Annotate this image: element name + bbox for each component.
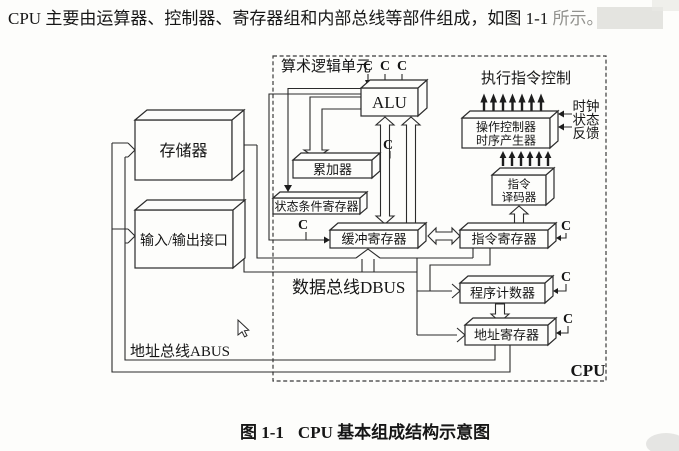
exec-control-label: 执行指令控制	[481, 70, 571, 87]
intro-text: CPU 主要由运算器、控制器、寄存器组和内部总线等部件组成，如图 1-1 所示。	[8, 9, 603, 28]
control-c-label: C	[298, 218, 308, 233]
control-c-label: C	[380, 59, 390, 74]
instruction-register-box: 指令寄存器	[458, 221, 558, 250]
control-c-label: C	[383, 138, 393, 153]
caption-title: CPU 基本组成结构示意图	[298, 422, 490, 442]
cpu-boundary: CPU	[272, 55, 607, 382]
cpu-label: CPU	[571, 361, 606, 380]
figure-caption: 图 1-1 CPU 基本组成结构示意图	[240, 422, 490, 442]
control-c-label: C	[561, 219, 571, 234]
buffer-register-label: 缓冲寄存器	[341, 232, 406, 247]
exec-control-arrows	[480, 93, 545, 112]
decoder-label-line2: 译码器	[502, 191, 537, 204]
dbus-label: 数据总线DBUS	[292, 278, 405, 297]
hollow-data-paths	[302, 96, 530, 323]
control-arrow-rows	[480, 93, 552, 166]
io-interface-box: 输入/输出接口	[133, 198, 247, 270]
controller-label-line1: 操作控制器	[476, 119, 536, 134]
feedback-label: 反馈	[573, 126, 600, 141]
program-counter-box: 程序计数器	[458, 274, 555, 305]
alu-box: ALU	[359, 78, 429, 118]
buffer-bottom-chevron	[355, 248, 381, 272]
alu-buffer-path-right	[400, 116, 422, 225]
instruction-register-label: 指令寄存器	[471, 232, 536, 247]
accumulator-box: 累加器	[291, 151, 382, 180]
scan-smudge	[597, 7, 663, 29]
scan-smudge-corner	[652, 0, 679, 11]
program-counter-label: 程序计数器	[470, 286, 535, 301]
intro-main: CPU 主要由运算器、控制器、寄存器组和内部总线等部件组成，如图 1-1	[8, 9, 552, 28]
control-c-labels: C C C C C C C C	[298, 59, 573, 327]
alu-to-acc-path	[302, 96, 362, 159]
status-register-label: 状态条件寄存器	[274, 199, 358, 214]
io-label: 输入/输出接口	[140, 232, 228, 249]
control-c-label: C	[561, 270, 571, 285]
control-c-label: C	[563, 312, 573, 327]
memory-box: 存储器	[133, 108, 246, 182]
alu-unit-label: 算术逻辑单元	[281, 57, 371, 75]
abus-label: 地址总线ABUS	[130, 343, 230, 360]
intro-faded: 所示。	[552, 9, 603, 28]
accumulator-label: 累加器	[313, 162, 352, 177]
mouse-cursor-icon	[237, 318, 250, 338]
alu-label: ALU	[372, 93, 407, 112]
buffer-register-box: 缓冲寄存器	[328, 221, 428, 250]
controller-label-line2: 时序产生器	[476, 133, 536, 148]
instruction-decoder-box: 指令 译码器	[490, 166, 556, 207]
status-label: 状态	[573, 113, 600, 128]
memory-label: 存储器	[159, 142, 207, 160]
address-bus-lines: 地址总线ABUS	[111, 142, 511, 373]
ir-to-decoder-arrow	[508, 205, 530, 224]
decoder-to-controller-arrows	[499, 151, 552, 166]
status-register-box: 状态条件寄存器	[271, 190, 369, 216]
control-c-label: C	[363, 59, 373, 74]
caption-number: 图 1-1	[240, 423, 284, 442]
address-register-label: 地址寄存器	[474, 328, 539, 343]
control-c-label: C	[397, 59, 407, 74]
cpu-dashed-border	[272, 55, 607, 382]
operation-controller-box: 操作控制器 时序产生器	[460, 109, 560, 150]
clock-label: 时钟	[573, 98, 600, 114]
clock-status-feedback-label: 时钟 状态 反馈	[573, 98, 600, 141]
address-register-box: 地址寄存器	[463, 316, 558, 347]
buffer-ir-double-arrow	[427, 226, 461, 246]
decoder-label-line1: 指令	[508, 177, 531, 191]
abus-arrowheads	[127, 142, 136, 244]
scan-blob	[646, 433, 679, 451]
